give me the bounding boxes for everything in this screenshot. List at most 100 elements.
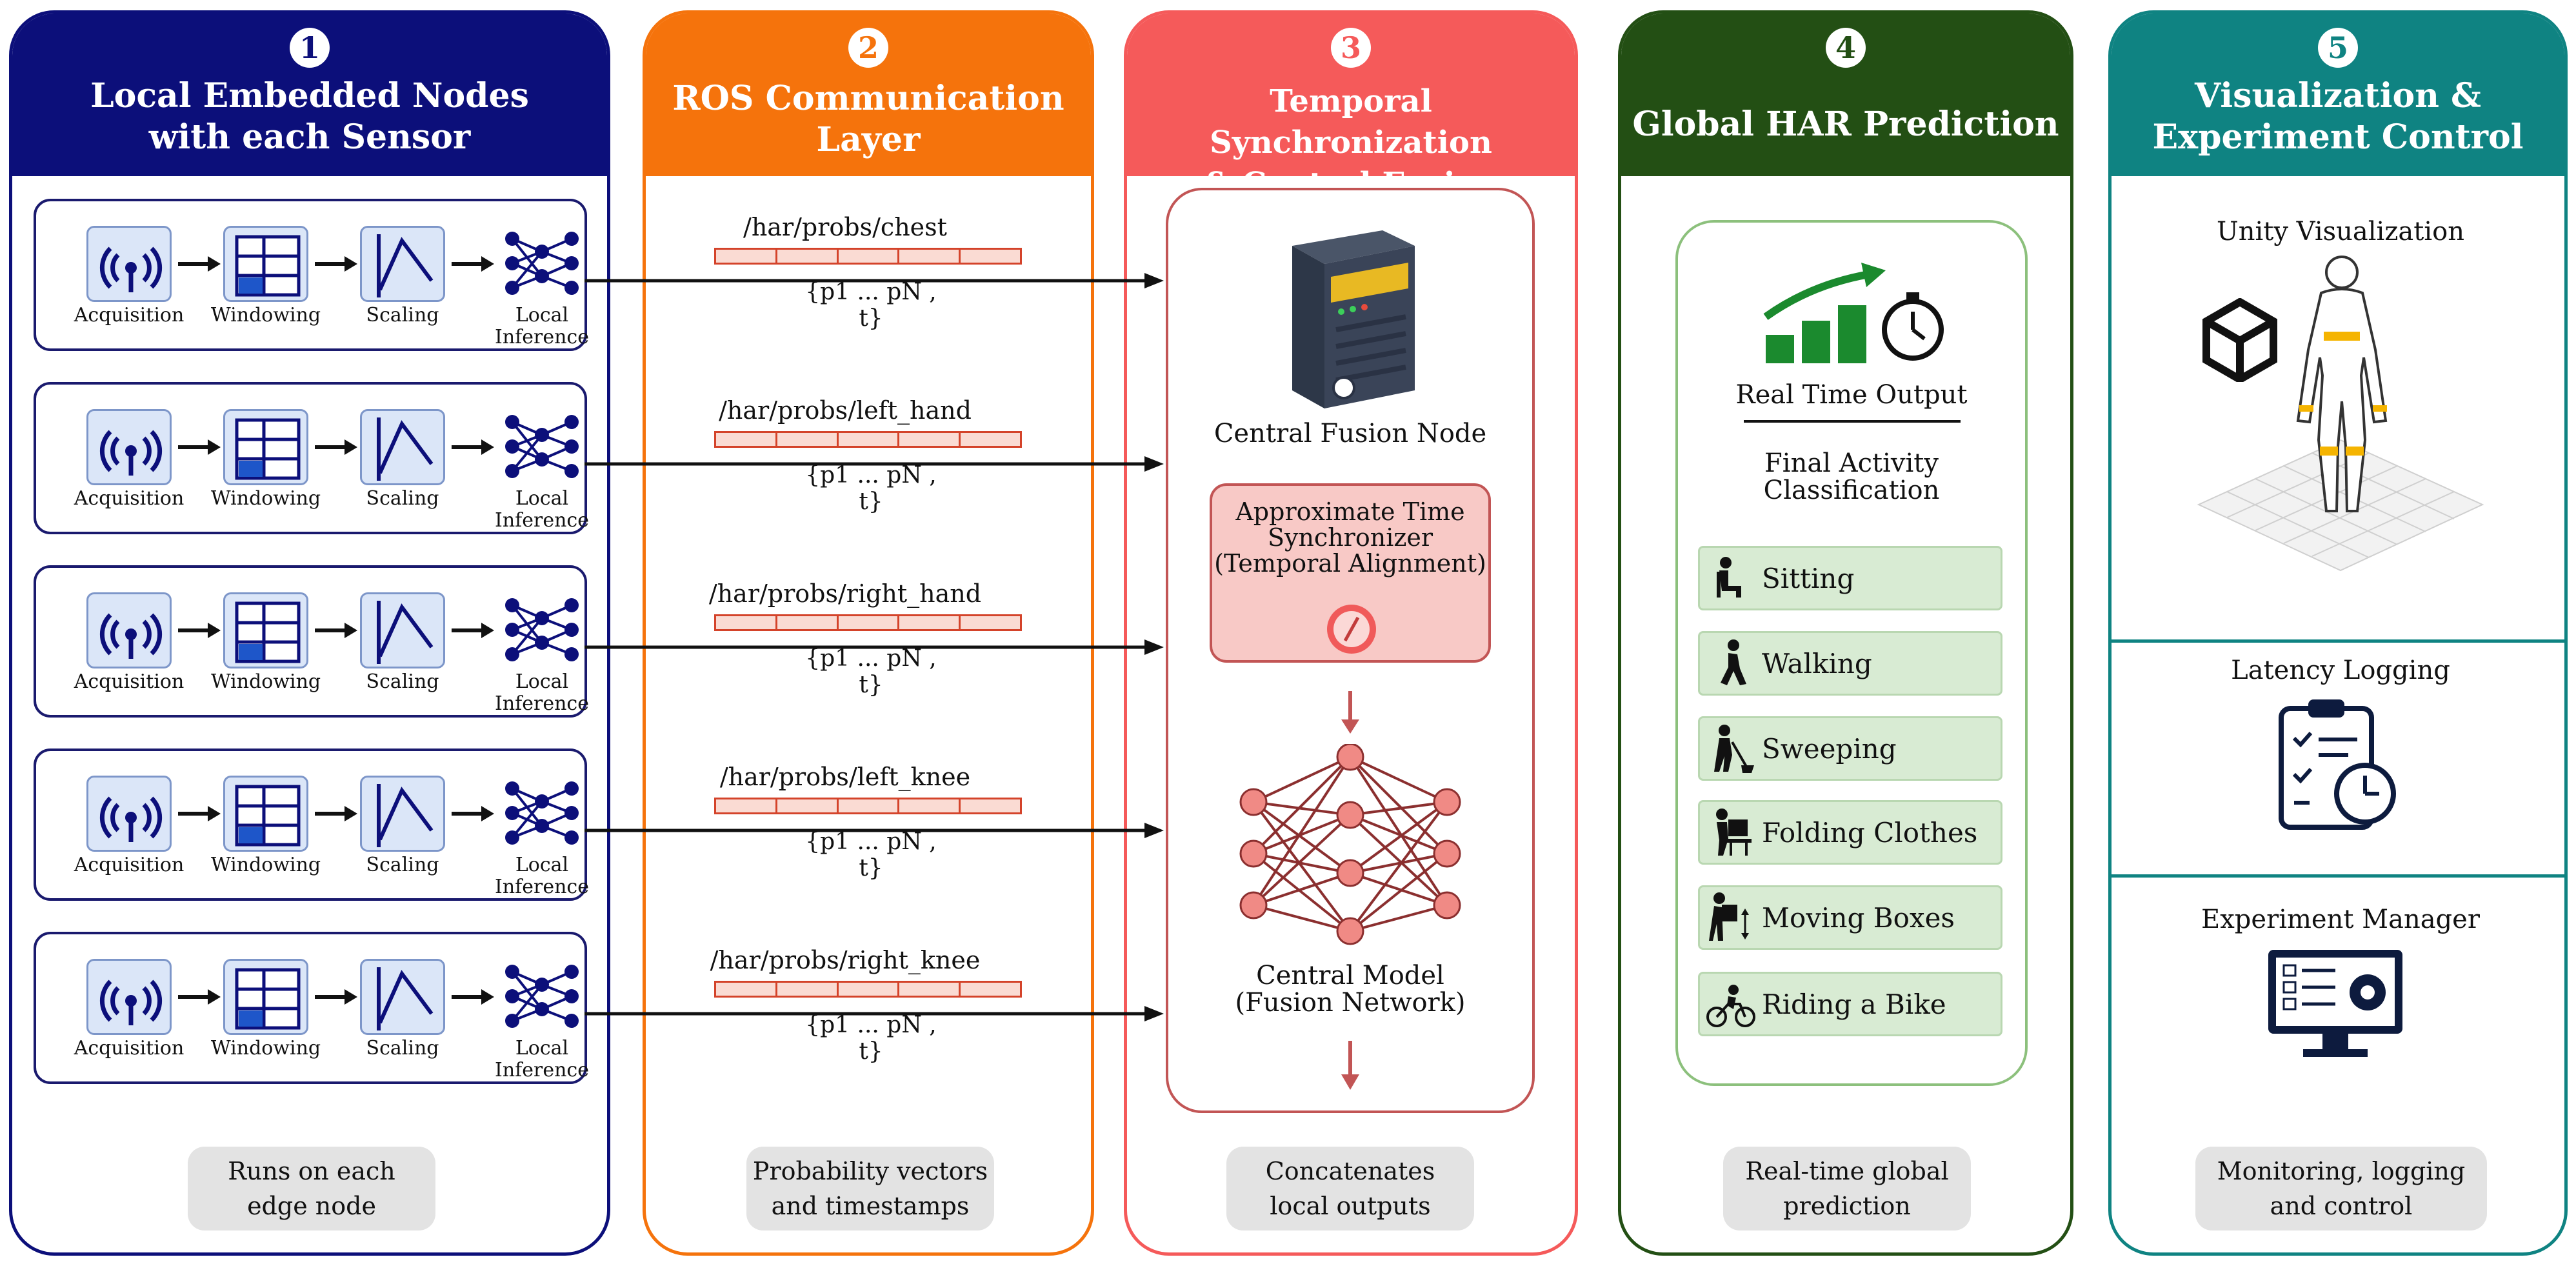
pipeline-stage: Windowing: [211, 959, 321, 1060]
step-number: 3: [1331, 28, 1371, 68]
final-label: Final Activity Classification: [1763, 448, 1940, 505]
stage-label: Scaling: [366, 304, 439, 327]
vector-cell: [959, 798, 1022, 814]
step-number: 1: [290, 28, 330, 68]
pipeline-stage: Windowing: [211, 776, 321, 876]
pipeline-stage: Acquisition: [74, 776, 184, 876]
stage-label: Local Inference: [494, 854, 589, 898]
panel-fusion: 3 Temporal Synchronization & Central Fus…: [1124, 10, 1578, 1256]
pipeline-stage: Acquisition: [74, 959, 184, 1060]
stage-label: Windowing: [210, 854, 321, 876]
vector-cell: [714, 431, 777, 448]
synchronizer-label: Approximate Time Synchronizer (Temporal …: [1214, 497, 1486, 578]
bike-icon: [1700, 972, 1762, 1036]
message-tuple: {p1 ... pN , t}: [805, 645, 937, 698]
walking-icon: [1700, 631, 1762, 696]
stage-label: Windowing: [210, 304, 321, 327]
pipeline-arrow: [178, 806, 221, 821]
sweeping-icon: [1700, 716, 1762, 781]
server-icon: [1292, 230, 1415, 408]
pipeline-arrow: [452, 256, 494, 272]
ros-topic-label: /har/probs/chest: [743, 213, 947, 241]
model-label: Central Model (Fusion Network): [1235, 961, 1466, 1018]
neural-net-icon: [499, 409, 584, 485]
panel-caption: Runs on each edge node: [188, 1147, 435, 1231]
vector-cell: [897, 431, 961, 448]
ros-topic-label: /har/probs/left_hand: [719, 396, 972, 425]
probability-vector: [714, 248, 1022, 265]
pipeline-stage: Acquisition: [74, 592, 184, 693]
activity-class-item: Sweeping: [1698, 716, 2002, 781]
probability-vector: [714, 981, 1022, 998]
pipeline-arrow: [178, 989, 221, 1005]
step-number: 5: [2318, 28, 2358, 68]
panel-header: 1 Local Embedded Nodes with each Sensor: [12, 14, 607, 176]
scaling-icon: [360, 959, 445, 1035]
neural-net-icon: [499, 226, 584, 302]
panel-header: 3 Temporal Synchronization & Central Fus…: [1127, 14, 1575, 202]
activity-class-item: Moving Boxes: [1698, 885, 2002, 950]
pipeline-arrow: [452, 439, 494, 455]
pipeline-stage: Windowing: [211, 226, 321, 327]
activity-class-item: Walking: [1698, 631, 2002, 696]
pipeline-stage: Acquisition: [74, 226, 184, 327]
latency-label: Latency Logging: [2231, 656, 2450, 685]
probability-vector: [714, 431, 1022, 448]
panel-header: 5 Visualization & Experiment Control: [2112, 14, 2564, 176]
vector-cell: [714, 614, 777, 631]
prediction-container: [1675, 220, 2028, 1086]
panel-caption: Real-time global prediction: [1723, 1147, 1971, 1231]
antenna-icon: [86, 226, 172, 302]
growth-chart-stopwatch-icon: [1763, 263, 1944, 363]
flow-arrow: [1341, 1041, 1359, 1090]
antenna-icon: [86, 409, 172, 485]
panel-title: ROS Communication Layer: [672, 79, 1064, 159]
stage-label: Scaling: [366, 487, 439, 510]
scaling-icon: [360, 226, 445, 302]
vector-cell: [714, 981, 777, 998]
time-synchronizer: Approximate Time Synchronizer (Temporal …: [1210, 483, 1491, 663]
topic-arrow: [584, 273, 1164, 288]
pipeline-stage: Scaling: [360, 776, 445, 876]
neural-net-icon: [499, 959, 584, 1035]
windowing-icon: [223, 776, 308, 852]
unity-label: Unity Visualization: [2217, 217, 2464, 246]
vector-cell: [836, 981, 900, 998]
unity-logo-icon: [2202, 298, 2277, 382]
panel-header: 2 ROS Communication Layer: [646, 14, 1091, 176]
antenna-icon: [86, 776, 172, 852]
folding-clothes-icon: [1700, 800, 1762, 865]
activity-class-item: Folding Clothes: [1698, 800, 2002, 865]
vector-cell: [897, 981, 961, 998]
antenna-icon: [86, 959, 172, 1035]
vector-cell: [775, 248, 839, 265]
sitting-icon: [1700, 546, 1762, 610]
ros-topic-label: /har/probs/left_knee: [719, 763, 971, 791]
activity-class-item: Sitting: [1698, 546, 2002, 610]
panel-caption: Monitoring, logging and control: [2195, 1147, 2487, 1231]
vector-cell: [775, 431, 839, 448]
neural-net-icon: [499, 776, 584, 852]
panel-title: Visualization & Experiment Control: [2152, 76, 2524, 157]
stage-label: Acquisition: [74, 304, 185, 327]
pipeline-stage: Local Inference: [495, 409, 589, 532]
activity-class-label: Folding Clothes: [1762, 816, 1978, 849]
message-tuple: {p1 ... pN , t}: [805, 829, 937, 881]
vector-cell: [959, 248, 1022, 265]
stage-label: Acquisition: [74, 854, 185, 876]
pipeline-arrow: [315, 439, 357, 455]
message-tuple: {p1 ... pN , t}: [805, 1012, 937, 1065]
activity-class-label: Moving Boxes: [1762, 901, 1955, 934]
panel-title: Local Embedded Nodes with each Sensor: [90, 76, 529, 157]
pipeline-arrow: [315, 806, 357, 821]
topic-arrow: [584, 639, 1164, 655]
panel-caption: Probability vectors and timestamps: [746, 1147, 994, 1231]
section-divider: [2112, 874, 2564, 878]
vector-cell: [836, 248, 900, 265]
vector-cell: [836, 798, 900, 814]
activity-class-label: Riding a Bike: [1762, 988, 1946, 1020]
panel-title: Global HAR Prediction: [1632, 105, 2059, 144]
